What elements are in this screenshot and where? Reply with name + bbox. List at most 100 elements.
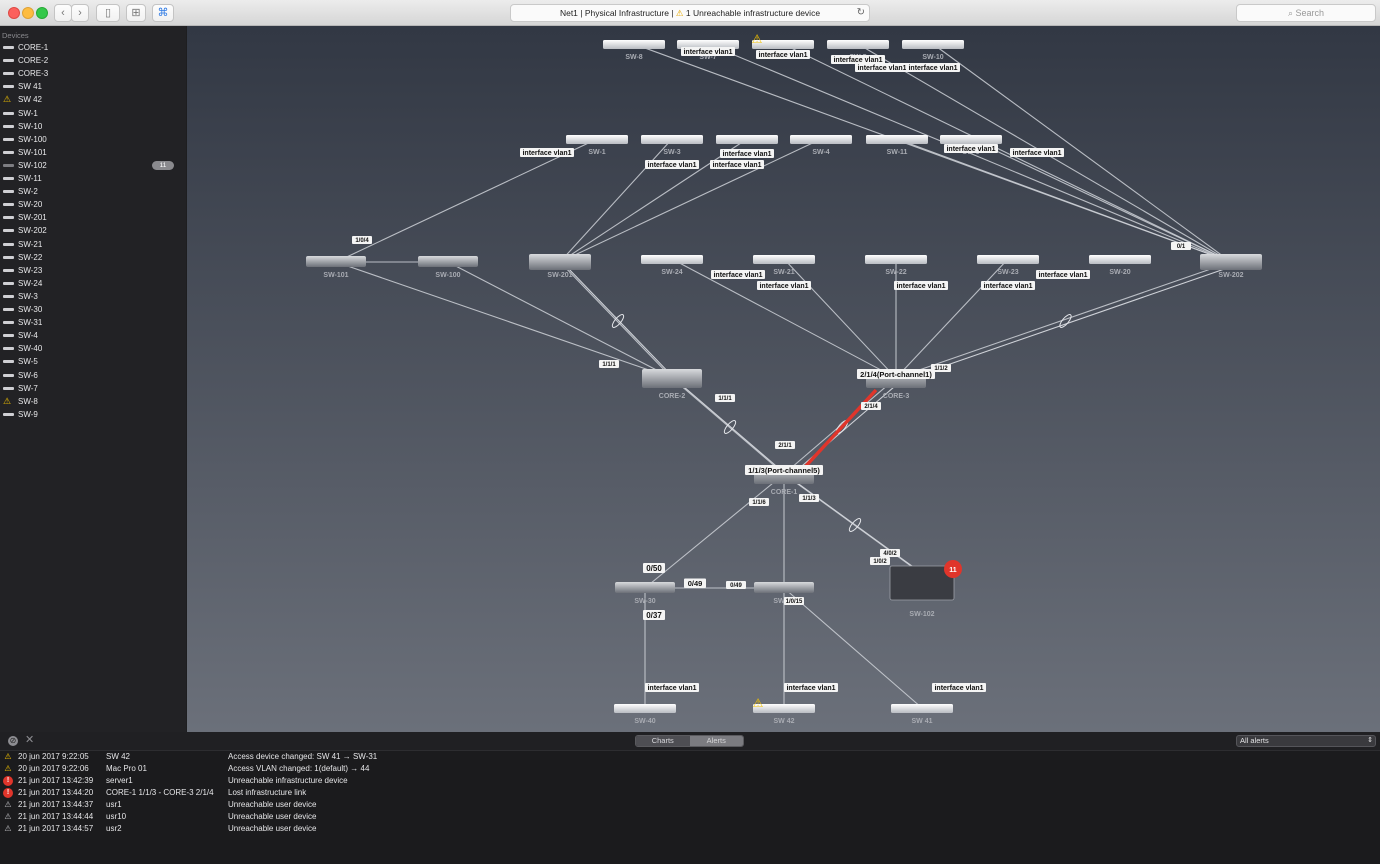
network-map[interactable]: SW-8SW-7SW-6SW-5SW-10SW-1SW-3SW-2SW-4SW-… [187,26,1380,732]
reload-icon[interactable]: ↻ [856,7,865,18]
sidebar-item[interactable]: SW-5 [0,355,186,368]
link-line[interactable] [335,138,598,263]
device-node-sw23[interactable]: SW-23 [977,255,1039,276]
device-node-sw41[interactable]: SW 41 [891,704,953,725]
failed-link-line[interactable] [802,388,878,470]
sidebar-item[interactable]: SW-7 [0,382,186,395]
sidebar-item[interactable]: SW-23 [0,264,186,277]
back-button[interactable]: ‹ [54,4,72,22]
device-node-sw3[interactable]: SW-3 [641,135,703,156]
forward-button[interactable]: › [71,4,89,22]
link-line[interactable] [335,261,673,379]
close-icon[interactable]: ✕ [25,734,35,746]
link-line[interactable] [644,473,785,589]
sidebar-item[interactable]: SW-31 [0,316,186,329]
network-view-button[interactable]: ⌘ [152,4,174,22]
sidebar-item[interactable]: SW-2 [0,185,186,198]
link-line[interactable] [932,43,1232,263]
hierarchy-view-button[interactable]: ⊞ [126,4,146,22]
device-node-sw42[interactable]: SW 42 [753,704,815,725]
link-line[interactable] [559,261,673,379]
trunk-link-line[interactable] [788,380,902,478]
clear-alerts-button[interactable]: ⊘ [8,736,18,746]
tab-charts[interactable]: Charts [636,736,690,746]
device-node-sw24[interactable]: SW-24 [641,255,703,276]
link-line[interactable] [559,138,822,263]
sidebar-item[interactable]: SW-40 [0,342,186,355]
sidebar-item[interactable]: SW-11 [0,172,186,185]
sidebar-item[interactable]: ⚠SW-8 [0,395,186,408]
device-node-sw7[interactable]: SW-7 [677,40,739,61]
sidebar-item[interactable]: SW-3 [0,290,186,303]
link-line[interactable] [895,261,1232,379]
sidebar-item[interactable]: SW-30 [0,303,186,316]
device-node-sw40[interactable]: SW-40 [614,704,676,725]
sidebar-item[interactable]: SW-1 [0,107,186,120]
sidebar-item[interactable]: SW-22 [0,251,186,264]
address-alert[interactable]: 1 Unreachable infrastructure device [685,8,821,18]
link-line[interactable] [783,587,923,709]
sidebar-item[interactable]: SW 41 [0,80,186,93]
sidebar-item[interactable]: SW-20 [0,198,186,211]
sidebar-item[interactable]: SW-201 [0,211,186,224]
link-line[interactable] [559,138,673,263]
device-node-sw100[interactable]: SW-100 [418,256,478,279]
sidebar-item[interactable]: SW-101 [0,146,186,159]
device-node-sw102[interactable]: SW-102 [889,565,955,618]
search-input[interactable]: ⌕ Search [1236,4,1376,22]
link-line[interactable] [671,258,897,379]
tab-alerts[interactable]: Alerts [689,736,743,746]
address-bar[interactable]: Net1 | Physical Infrastructure | ⚠ 1 Unr… [510,4,870,22]
link-line[interactable] [782,43,1232,263]
trunk-link-line[interactable] [900,264,1237,382]
device-node-sw202[interactable]: SW-202 [1200,254,1262,279]
link-line[interactable] [447,261,673,379]
sidebar-item[interactable]: SW-4 [0,329,186,342]
trunk-link-line[interactable] [788,476,928,578]
sidebar-item[interactable]: CORE-1 [0,41,186,54]
sidebar-item[interactable]: CORE-2 [0,54,186,67]
sidebar-item[interactable]: SW-6 [0,369,186,382]
device-node-sw20[interactable]: SW-20 [1089,255,1151,276]
device-node-sw4[interactable]: SW-4 [790,135,852,156]
alert-filter-select[interactable]: All alerts⇕ [1236,735,1376,747]
minimize-window-button[interactable] [22,7,34,19]
device-node-sw30[interactable]: SW-30 [615,582,675,605]
close-window-button[interactable] [8,7,20,19]
trunk-link-line[interactable] [564,264,678,382]
toggle-sidebar-button[interactable]: ▯ [96,4,120,22]
link-line[interactable] [896,138,1232,263]
device-node-core2[interactable]: CORE-2 [642,369,702,400]
link-line[interactable] [559,138,748,263]
sidebar-item[interactable]: SW-24 [0,277,186,290]
device-node-sw11[interactable]: SW-11 [866,135,928,156]
link-line[interactable] [895,258,1009,379]
trunk-link-line[interactable] [676,380,790,478]
device-node-sw101[interactable]: SW-101 [306,256,366,279]
link-line[interactable] [970,138,1232,263]
device-node-sw8[interactable]: SW-8 [603,40,665,61]
device-node-sw1[interactable]: SW-1 [566,135,628,156]
sidebar-item[interactable]: SW-100 [0,133,186,146]
sidebar-item[interactable]: CORE-3 [0,67,186,80]
sidebar-item[interactable]: SW-10 [0,120,186,133]
sidebar-item[interactable]: SW-9 [0,408,186,421]
sidebar-item[interactable]: SW-21 [0,238,186,251]
device-node-sw201[interactable]: SW-201 [529,254,591,279]
link-line[interactable] [671,377,785,475]
sidebar-item[interactable]: SW-202 [0,224,186,237]
device-node-sw22[interactable]: SW-22 [865,255,927,276]
sidebar-item[interactable]: ⚠SW 42 [0,93,186,106]
device-node-sw21[interactable]: SW-21 [753,255,815,276]
link-line[interactable] [783,258,897,379]
link-line[interactable] [783,377,897,475]
zoom-window-button[interactable] [36,7,48,19]
